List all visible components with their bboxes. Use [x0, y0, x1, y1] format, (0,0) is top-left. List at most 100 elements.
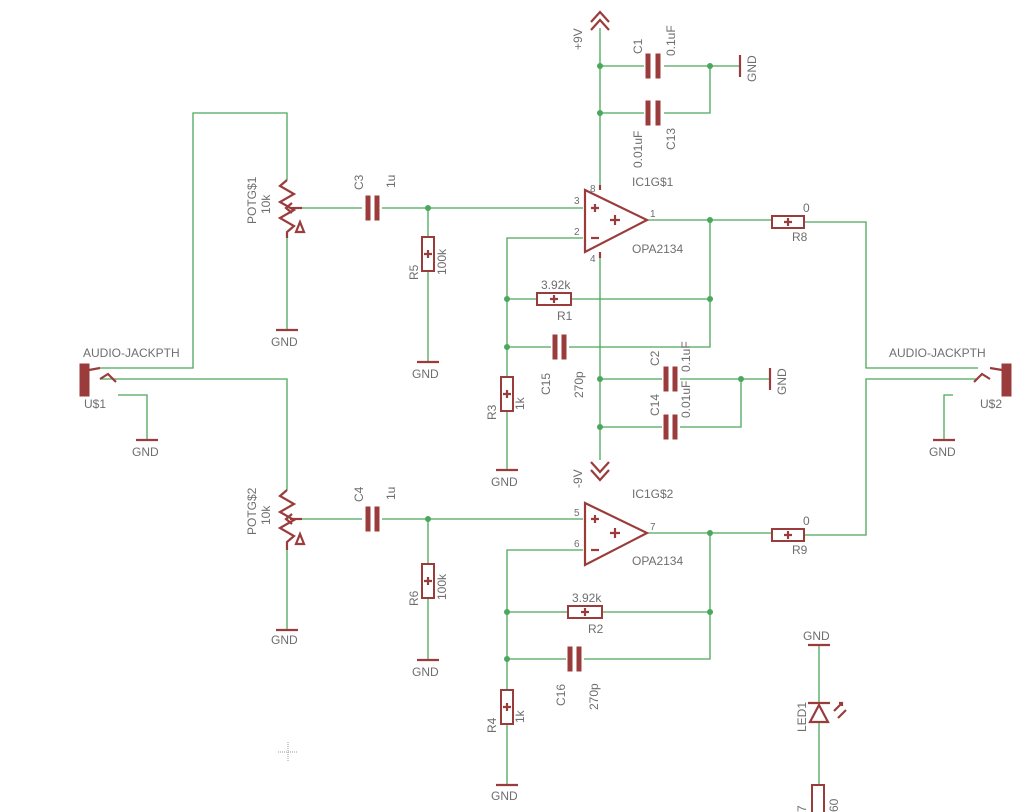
opamp1-value: OPA2134 [632, 242, 683, 256]
opamp1-pin: 3 [574, 196, 580, 207]
res-r6[interactable] [421, 563, 435, 599]
c15-value: 270p [572, 371, 586, 398]
cap-c14[interactable] [663, 414, 678, 440]
res-r8[interactable] [771, 215, 805, 229]
r3-value: 1k [513, 396, 527, 410]
c1-name: C1 [631, 38, 645, 54]
junctions [425, 63, 744, 662]
opamp1-pin: 4 [590, 254, 596, 265]
r2-name: R2 [588, 622, 604, 636]
c13-name: C13 [664, 128, 678, 150]
opamp2-value: OPA2134 [632, 554, 683, 568]
gnd-label: GND [412, 665, 439, 679]
capacitors [365, 53, 678, 672]
cap-c16[interactable] [567, 646, 582, 672]
c13-value: 0.01uF [631, 131, 645, 168]
r1-value: 3.92k [541, 278, 571, 292]
opamp2-pin: 5 [574, 508, 580, 519]
res-r5[interactable] [421, 236, 435, 272]
res-r4[interactable] [500, 689, 514, 725]
r1-name: R1 [557, 309, 573, 323]
c4-value: 1u [384, 487, 398, 500]
c1-value: 0.1uF [664, 25, 678, 56]
gnd-label: GND [745, 55, 759, 82]
r8-value: 0 [803, 201, 810, 215]
opamp1-pin: 2 [574, 227, 580, 238]
opamp2-name: IC1G$2 [632, 487, 674, 501]
r5-name: R5 [407, 264, 421, 280]
opamp2-pin: 7 [650, 522, 656, 533]
r8-name: R8 [792, 230, 808, 244]
jack2-name: U$2 [980, 397, 1002, 411]
c14-value: 0.01uF [679, 381, 693, 418]
jack2-value: AUDIO-JACKPTH [889, 346, 986, 360]
opamp-1[interactable] [583, 185, 650, 258]
partial-label-right: 60 [827, 798, 841, 812]
c2-value: 0.1uF [679, 341, 693, 372]
opamp2-pin: 6 [574, 539, 580, 550]
ground-symbols [136, 55, 955, 787]
jack-u2[interactable] [973, 363, 1012, 397]
r6-name: R6 [407, 590, 421, 606]
r2-value: 3.92k [572, 591, 602, 605]
c4-name: C4 [352, 486, 366, 502]
gnd-label: GND [803, 629, 830, 643]
res-r1[interactable] [536, 292, 572, 306]
opamp1-name: IC1G$1 [632, 175, 674, 189]
pot1-value: 10k [259, 194, 273, 214]
c15-name: C15 [539, 373, 553, 395]
cursor-crosshair [278, 742, 298, 762]
pot1-name: POTG$1 [245, 176, 259, 224]
led1-name: LED1 [795, 702, 809, 732]
r6-value: 100k [435, 573, 449, 600]
pot2-value: 10k [259, 505, 273, 525]
c16-name: C16 [554, 684, 568, 706]
wires [100, 28, 978, 785]
cap-c15[interactable] [552, 334, 567, 360]
gnd-label: GND [412, 367, 439, 381]
res-r2[interactable] [567, 605, 603, 619]
r9-name: R9 [792, 543, 808, 557]
res-r3[interactable] [500, 376, 514, 412]
cap-c13[interactable] [645, 100, 661, 126]
gnd-label: GND [929, 445, 956, 459]
c3-value: 1u [384, 175, 398, 188]
cap-c4[interactable] [365, 506, 380, 532]
partial-label-left: 7 [795, 805, 809, 812]
c3-name: C3 [352, 174, 366, 190]
c14-name: C14 [648, 394, 662, 416]
neg-rail-label: -9V [571, 469, 585, 488]
r5-value: 100k [435, 248, 449, 275]
cap-c2[interactable] [663, 366, 678, 392]
jack1-value: AUDIO-JACKPTH [83, 346, 180, 360]
r4-value: 1k [513, 709, 527, 723]
cap-c1[interactable] [645, 53, 661, 79]
r9-value: 0 [803, 514, 810, 528]
pot-1[interactable] [277, 179, 306, 238]
c2-name: C2 [648, 350, 662, 366]
opamp1-pin: 8 [590, 184, 596, 195]
jack1-name: U$1 [84, 397, 106, 411]
gnd-label: GND [491, 789, 518, 803]
jack-u1[interactable] [79, 363, 117, 397]
c16-value: 270p [587, 683, 601, 710]
pos-rail-label: +9V [571, 28, 585, 50]
r4-name: R4 [485, 717, 499, 733]
res-partial[interactable] [811, 784, 825, 812]
resistors [421, 215, 825, 812]
gnd-label: GND [491, 475, 518, 489]
res-r9[interactable] [771, 528, 805, 542]
gnd-label: GND [132, 445, 159, 459]
pot2-name: POTG$2 [245, 487, 259, 535]
gnd-label: GND [775, 368, 789, 395]
supply-arrows [590, 10, 610, 482]
cap-c3[interactable] [365, 195, 380, 221]
gnd-label: GND [271, 335, 298, 349]
opamp1-pin: 1 [650, 209, 656, 220]
r3-name: R3 [485, 404, 499, 420]
opamp-2[interactable] [583, 501, 650, 567]
gnd-label: GND [271, 633, 298, 647]
led-1[interactable] [808, 701, 847, 724]
pot-2[interactable] [277, 489, 306, 550]
